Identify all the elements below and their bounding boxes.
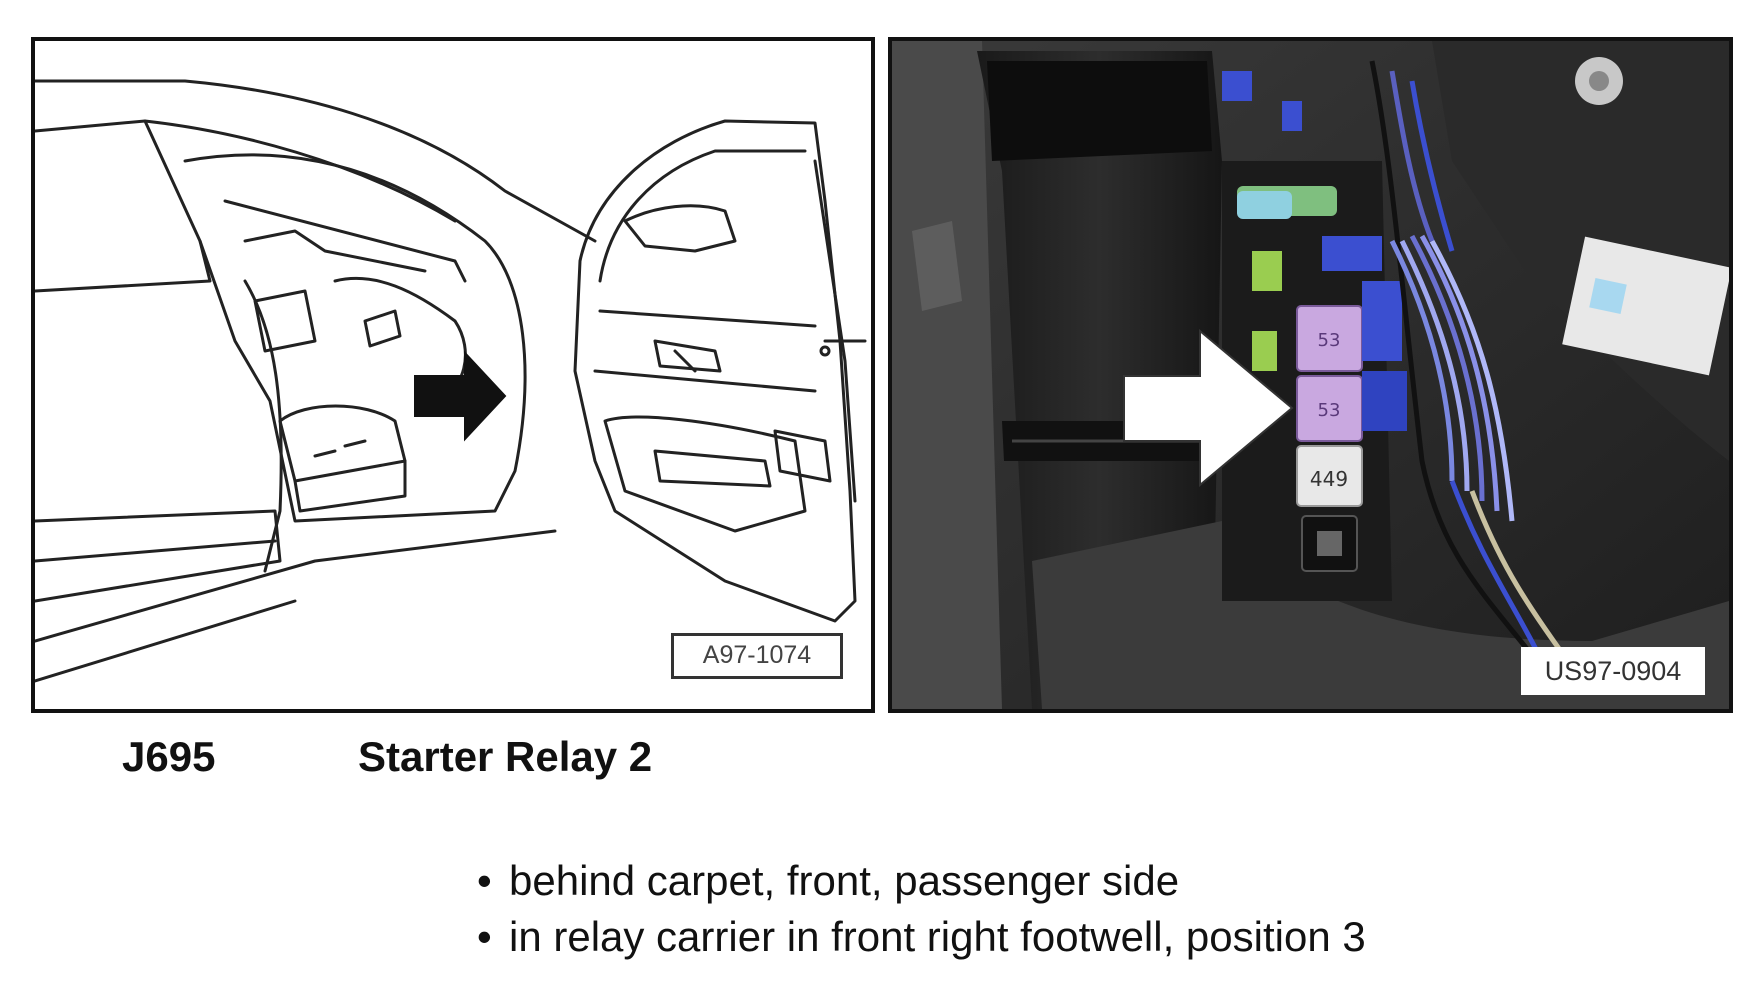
list-item: • behind carpet, front, passenger side (477, 853, 1366, 909)
svg-text:53: 53 (1318, 330, 1341, 351)
svg-text:53: 53 (1318, 400, 1341, 421)
bullet-icon: • (477, 857, 492, 904)
list-item: • in relay carrier in front right footwel… (477, 909, 1366, 965)
figure-line-drawing: A97-1074 (31, 37, 875, 713)
bullet-icon: • (477, 913, 492, 960)
svg-text:449: 449 (1310, 467, 1348, 491)
arrow-icon (414, 350, 507, 442)
location-list: • behind carpet, front, passenger side • i… (477, 853, 1366, 965)
figure-label-left: A97-1074 (671, 633, 843, 679)
list-item-text: behind carpet, front, passenger side (509, 857, 1180, 904)
car-door-drawing (35, 79, 867, 683)
component-code: J695 (122, 733, 216, 780)
arrow-icon (1123, 328, 1294, 488)
figure-photo: 53 53 449 US (888, 37, 1733, 713)
list-item-text: in relay carrier in front right footwell… (509, 913, 1366, 960)
relay-carrier-photo: 53 53 449 (892, 41, 1729, 709)
component-name: Starter Relay 2 (358, 733, 653, 780)
figure-label-right: US97-0904 (1521, 647, 1705, 695)
